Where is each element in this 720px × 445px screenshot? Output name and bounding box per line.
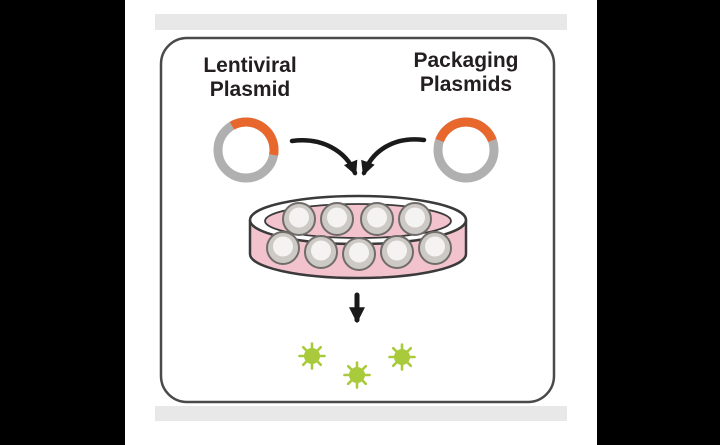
lentiviral-plasmid-icon bbox=[213, 117, 279, 183]
virus-particle-icon bbox=[388, 343, 416, 371]
plasmid-insert-arc bbox=[435, 117, 497, 143]
cell bbox=[360, 202, 394, 236]
virus-particle-icon bbox=[298, 342, 326, 370]
top-strip bbox=[155, 14, 567, 30]
cell bbox=[266, 231, 300, 265]
packaging-plasmids-label-line2: Plasmids bbox=[420, 73, 512, 96]
lentiviral-transfection-arrow bbox=[289, 138, 358, 176]
packaging-plasmids-icon bbox=[433, 117, 499, 183]
cell bbox=[342, 237, 376, 271]
cell bbox=[304, 235, 338, 269]
cell bbox=[398, 202, 432, 236]
petri-dish bbox=[248, 194, 468, 280]
plasmid-insert-arc bbox=[229, 117, 279, 156]
packaging-plasmids-label-line1: Packaging bbox=[413, 49, 518, 72]
virus-particle-icon bbox=[343, 361, 371, 389]
cell bbox=[320, 202, 354, 236]
cell bbox=[282, 202, 316, 236]
lentiviral-plasmid-label-line1: Lentiviral bbox=[203, 54, 296, 77]
bottom-strip bbox=[155, 406, 567, 421]
cell bbox=[418, 231, 452, 265]
packaging-transfection-arrow bbox=[361, 137, 427, 176]
cell bbox=[380, 235, 414, 269]
lentiviral-plasmid-label-line2: Plasmid bbox=[210, 78, 291, 101]
